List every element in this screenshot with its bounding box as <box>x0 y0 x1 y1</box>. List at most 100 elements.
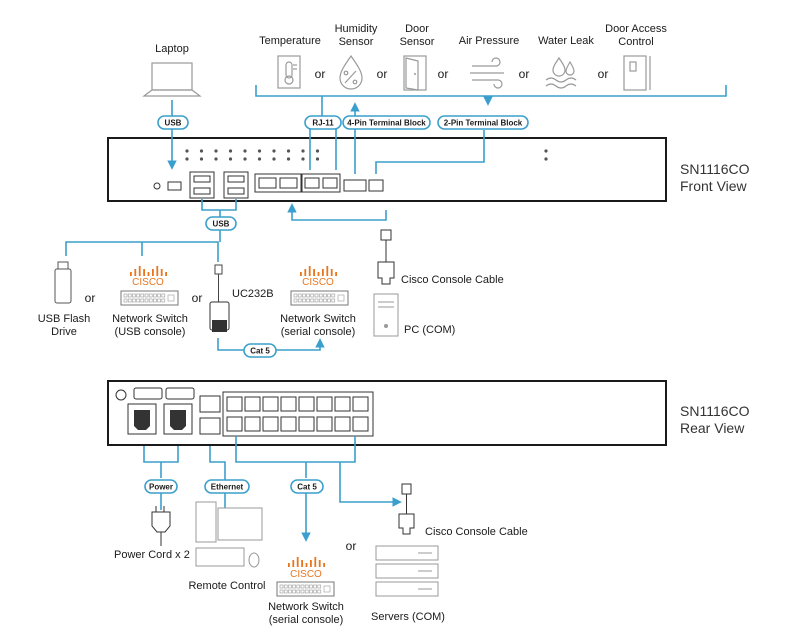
or-1: or <box>315 67 326 81</box>
uc232b-adapter-icon <box>209 264 230 332</box>
usb-port-stack-1 <box>189 171 215 199</box>
mini-usb-port <box>167 181 182 191</box>
or-usb-1: or <box>85 291 96 305</box>
usb-port-stack-2 <box>223 171 249 199</box>
sensor-bus-line <box>255 85 727 97</box>
rj11-ports <box>301 173 341 193</box>
front-view-label: Front View <box>680 178 748 194</box>
reset-button <box>153 182 161 190</box>
svg-text:RJ-11: RJ-11 <box>312 119 334 128</box>
power-bus <box>143 446 179 478</box>
cisco-logo-rear: CISCO <box>288 557 325 580</box>
serial-port-block <box>222 391 374 437</box>
serial-ports-grid <box>226 396 369 432</box>
cisco-logo-usb: CISCO <box>130 266 167 288</box>
console-cable-label-rear: Cisco Console Cable <box>425 526 528 538</box>
status-led-2 <box>544 157 548 161</box>
door-icon <box>403 55 427 91</box>
humidity-label-1: Humidity <box>335 23 378 35</box>
usb-pill-top: USB <box>157 115 189 130</box>
switch-serial-label-1: Network Switch <box>280 313 356 325</box>
power-switch-1 <box>133 387 163 400</box>
front-panel-device <box>107 137 667 202</box>
switch-rear-label-2: (serial console) <box>269 614 344 626</box>
or-usb-2: or <box>192 291 203 305</box>
door-sensor-label-2: Sensor <box>400 36 435 48</box>
air-pressure-icon <box>470 57 504 89</box>
network-switch-serial-icon <box>290 290 349 306</box>
front-led-indicators <box>185 149 320 161</box>
remote-control-label: Remote Control <box>188 580 265 592</box>
usb-pill-bottom: USB <box>205 216 237 231</box>
air-pressure-label: Air Pressure <box>459 35 520 47</box>
rear-view-label: Rear View <box>680 420 745 436</box>
or-4: or <box>519 67 530 81</box>
door-sensor-label-1: Door <box>405 23 429 35</box>
power-cord-label: Power Cord x 2 <box>114 549 190 561</box>
pc-icon <box>373 293 399 337</box>
usb-flash-icon <box>54 261 72 304</box>
front-model-label: SN1116CO <box>680 161 750 177</box>
switch-serial-label-2: (serial console) <box>281 326 356 338</box>
svg-text:USB: USB <box>165 119 182 128</box>
door-access-label-1: Door Access <box>605 23 667 35</box>
water-leak-icon <box>545 56 577 89</box>
console-line-rear <box>339 462 402 507</box>
2-pin-terminal <box>368 179 384 192</box>
lan-port-1 <box>199 395 221 413</box>
switch-usb-label-2: (USB console) <box>115 326 186 338</box>
power-socket-2 <box>163 403 193 435</box>
2-pin-line <box>375 130 485 174</box>
switch-rear-label-1: Network Switch <box>268 601 344 613</box>
or-5: or <box>598 67 609 81</box>
uc232b-label: UC232B <box>232 288 274 300</box>
2-pin-pill: 2-Pin Terminal Block <box>437 115 529 130</box>
or-2: or <box>377 67 388 81</box>
laptop-label: Laptop <box>155 43 189 55</box>
rj11-pill: RJ-11 <box>304 115 342 130</box>
ethernet-line <box>209 446 226 480</box>
4-pin-pill: 4-Pin Terminal Block <box>342 115 431 130</box>
power-socket-1 <box>127 403 157 435</box>
thermometer-icon <box>277 55 301 89</box>
door-access-label-2: Control <box>618 36 653 48</box>
or-3: or <box>438 67 449 81</box>
cat5-pill-front: Cat 5 <box>243 343 277 358</box>
svg-text:Ethernet: Ethernet <box>211 483 244 492</box>
svg-text:2-Pin Terminal Block: 2-Pin Terminal Block <box>444 119 523 128</box>
4-pin-terminal <box>343 179 367 192</box>
network-switch-rear-icon <box>276 581 335 597</box>
ethernet-pill: Ethernet <box>204 479 250 494</box>
usb-flash-label-2: Drive <box>51 326 77 338</box>
console-cable-rear-icon <box>398 483 415 535</box>
pc-label: PC (COM) <box>404 324 455 336</box>
door-access-icon <box>623 55 651 91</box>
cisco-logo-serial: CISCO <box>300 266 337 288</box>
console-rj45-ports <box>254 173 302 193</box>
svg-text:4-Pin Terminal Block: 4-Pin Terminal Block <box>347 119 426 128</box>
usb-bus-bottom <box>65 230 221 262</box>
switch-usb-label-1: Network Switch <box>112 313 188 325</box>
laptop-icon <box>142 62 202 97</box>
temperature-label: Temperature <box>259 35 321 47</box>
ground-screw-icon <box>115 389 127 401</box>
sensor-row: Temperature Humidity Sensor Door Sensor … <box>255 23 727 97</box>
svg-text:Power: Power <box>149 483 173 492</box>
svg-text:CISCO: CISCO <box>132 277 164 288</box>
power-cord-icon <box>151 506 171 546</box>
console-line-front <box>287 203 387 221</box>
svg-text:USB: USB <box>213 220 230 229</box>
network-switch-usb-icon <box>120 290 179 306</box>
humidity-label-2: Sensor <box>339 36 374 48</box>
rear-panel-device <box>107 380 667 446</box>
cat5-pill-rear: Cat 5 <box>290 479 324 494</box>
humidity-icon <box>339 54 363 90</box>
console-cable-icon <box>377 229 395 285</box>
status-led-1 <box>544 149 548 153</box>
rear-model-label: SN1116CO <box>680 403 750 419</box>
usb-flash-label-1: USB Flash <box>38 313 91 325</box>
svg-text:CISCO: CISCO <box>290 569 322 580</box>
remote-control-computer-icon <box>195 501 263 568</box>
power-pill: Power <box>144 479 178 494</box>
